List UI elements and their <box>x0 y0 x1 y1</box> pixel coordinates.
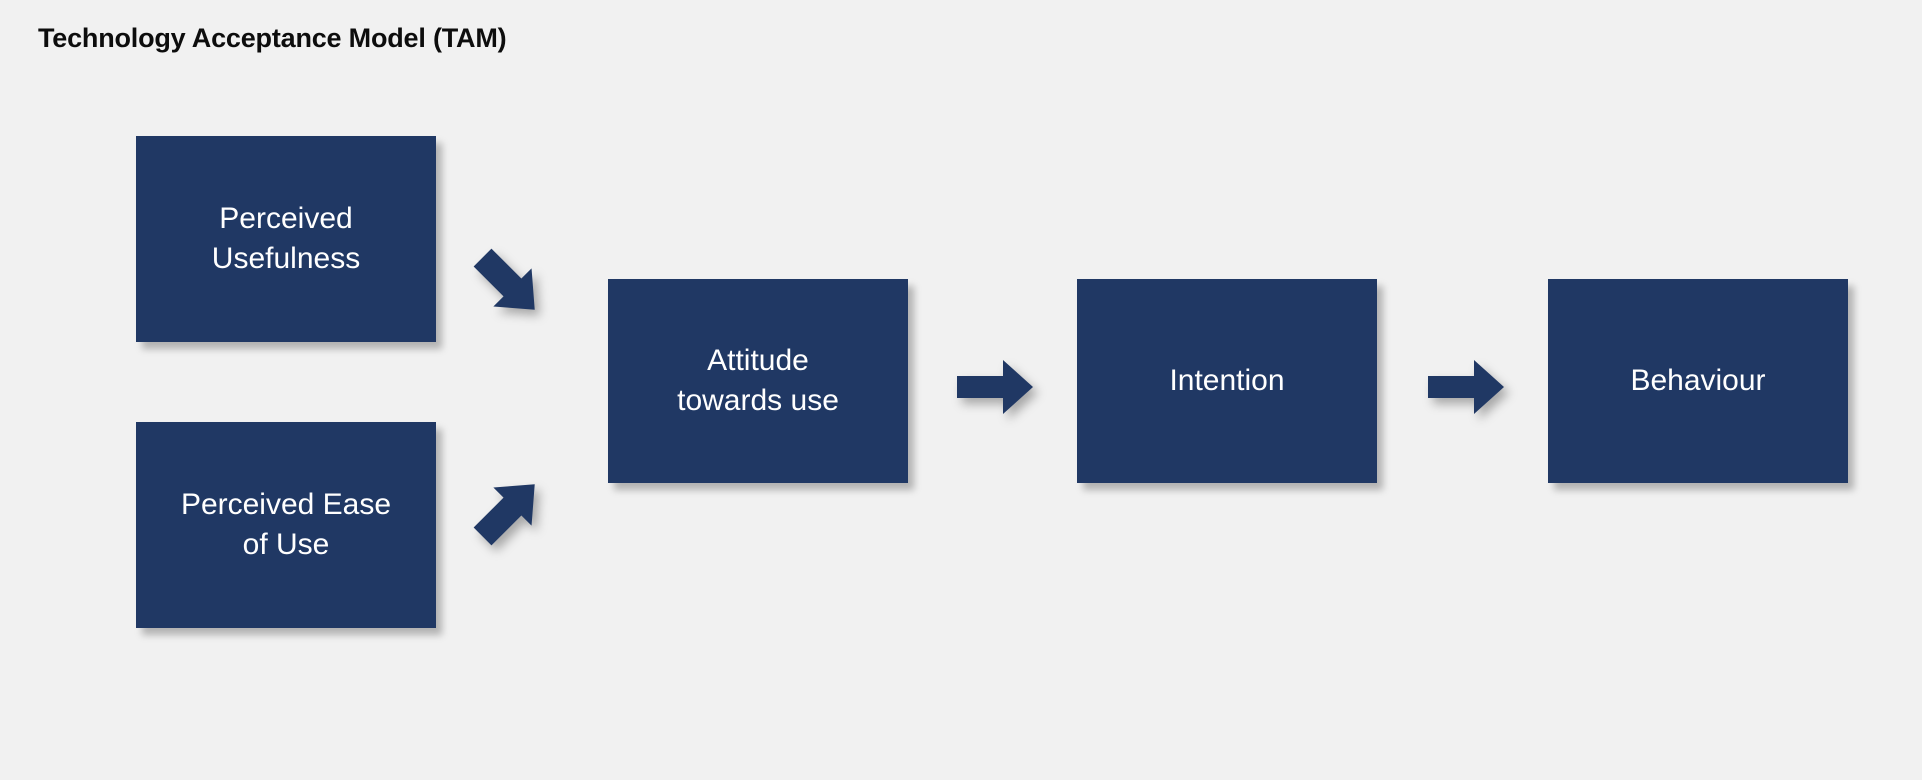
node-perceived-usefulness[interactable]: Perceived Usefulness <box>136 136 436 342</box>
page-title: Technology Acceptance Model (TAM) <box>38 23 507 53</box>
block-arrow-up-right-icon <box>463 466 553 556</box>
node-label: Attitude towards use <box>677 344 839 417</box>
block-arrow-right-icon <box>1428 358 1506 416</box>
node-intention[interactable]: Intention <box>1077 279 1377 483</box>
node-perceived-ease-of-use[interactable]: Perceived Ease of Use <box>136 422 436 628</box>
node-label: Behaviour <box>1630 364 1766 398</box>
node-behaviour[interactable]: Behaviour <box>1548 279 1848 483</box>
node-attitude-towards-use[interactable]: Attitude towards use <box>608 279 908 483</box>
block-arrow-down-right-icon <box>463 238 553 328</box>
node-label: Intention <box>1169 364 1285 398</box>
node-label: Perceived Ease of Use <box>180 488 392 561</box>
block-arrow-right-icon <box>957 358 1035 416</box>
node-label: Perceived Usefulness <box>211 202 361 275</box>
